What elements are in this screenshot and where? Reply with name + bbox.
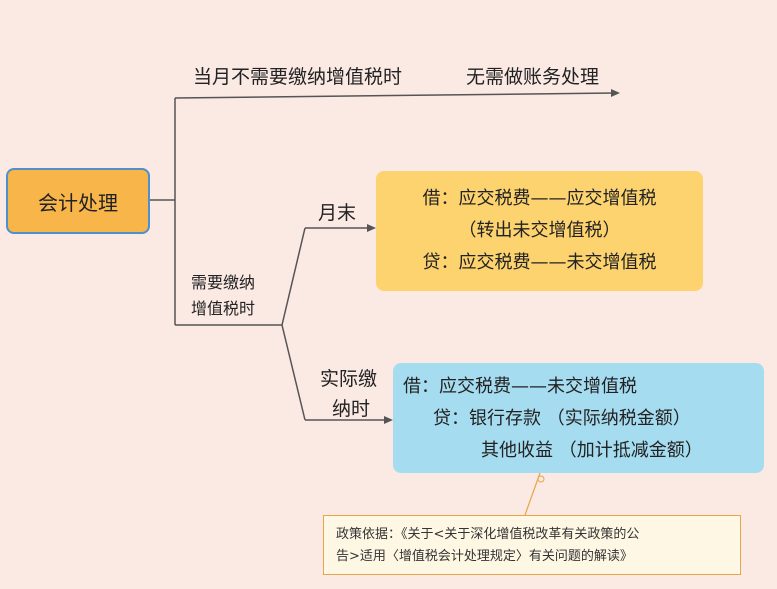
mid-branch-line1: 需要缴纳 bbox=[191, 273, 256, 292]
month-end-entry-line3: 贷：应交税费——未交增值税 bbox=[422, 252, 657, 273]
actual-payment-line1: 实际缴 bbox=[320, 368, 378, 390]
root-label: 会计处理 bbox=[38, 190, 118, 215]
month-end-label: 月末 bbox=[318, 202, 357, 224]
actual-payment-label: 实际缴 纳时 bbox=[320, 364, 377, 424]
policy-note-line1: 政策依据：《关于<关于深化增值税改革有关政策的公 bbox=[336, 527, 640, 542]
actual-payment-entry-line1: 借：应交税费——未交增值税 bbox=[403, 376, 637, 397]
policy-note-box: 政策依据：《关于<关于深化增值税改革有关政策的公 告>适用〈增值税会计处理规定〉… bbox=[323, 515, 741, 575]
month-end-entry-line2: （转出未交增值税） bbox=[458, 220, 621, 241]
root-node: 会计处理 bbox=[6, 168, 150, 234]
month-end-entry-line1: 借：应交税费——应交增值税 bbox=[422, 188, 657, 209]
actual-payment-entry-line3: 其他收益 （加计抵减金额） bbox=[481, 440, 703, 461]
mid-branch-label: 需要缴纳 增值税时 bbox=[191, 270, 255, 322]
mid-branch-line2: 增值税时 bbox=[191, 299, 256, 318]
top-branch-condition: 当月不需要缴纳增值税时 bbox=[193, 66, 403, 88]
top-branch-action: 无需做账务处理 bbox=[466, 66, 600, 88]
actual-payment-entry-line2: 贷：银行存款 （实际纳税金额） bbox=[433, 408, 691, 429]
actual-payment-entry-box: 借：应交税费——未交增值税 贷：银行存款 （实际纳税金额） 其他收益 （加计抵减… bbox=[393, 363, 764, 473]
policy-note-line2: 告>适用〈增值税会计处理规定〉有关问题的解读》 bbox=[336, 549, 633, 564]
month-end-entry-box: 借：应交税费——应交增值税 （转出未交增值税） 贷：应交税费——未交增值税 bbox=[376, 171, 703, 291]
actual-payment-line2: 纳时 bbox=[332, 398, 371, 420]
